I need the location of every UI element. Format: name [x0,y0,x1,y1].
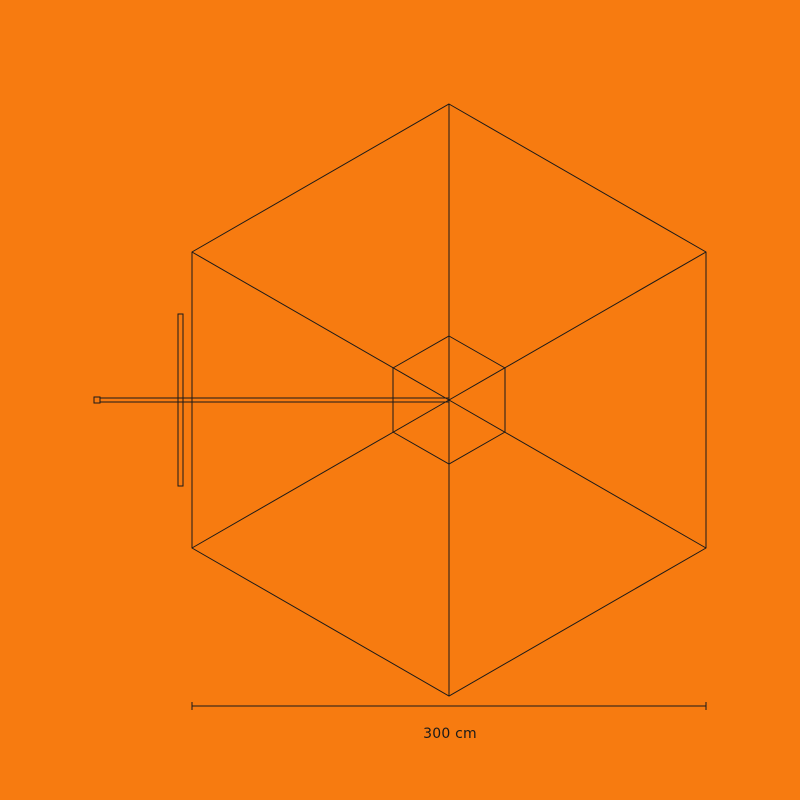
rib-bottom-right [448,399,707,549]
dimension-label: 300 cm [423,726,477,742]
cantilever-arm-icon [93,313,450,487]
base-bar [177,313,184,487]
width-dimension-line [191,702,707,710]
arm-end-cap [93,396,101,404]
canopy-hub [392,335,506,465]
canopy-hexagon-icon [191,103,707,697]
rib-top-right [448,251,707,401]
rib-top-left [191,251,450,401]
rib-bottom-left [191,399,450,549]
